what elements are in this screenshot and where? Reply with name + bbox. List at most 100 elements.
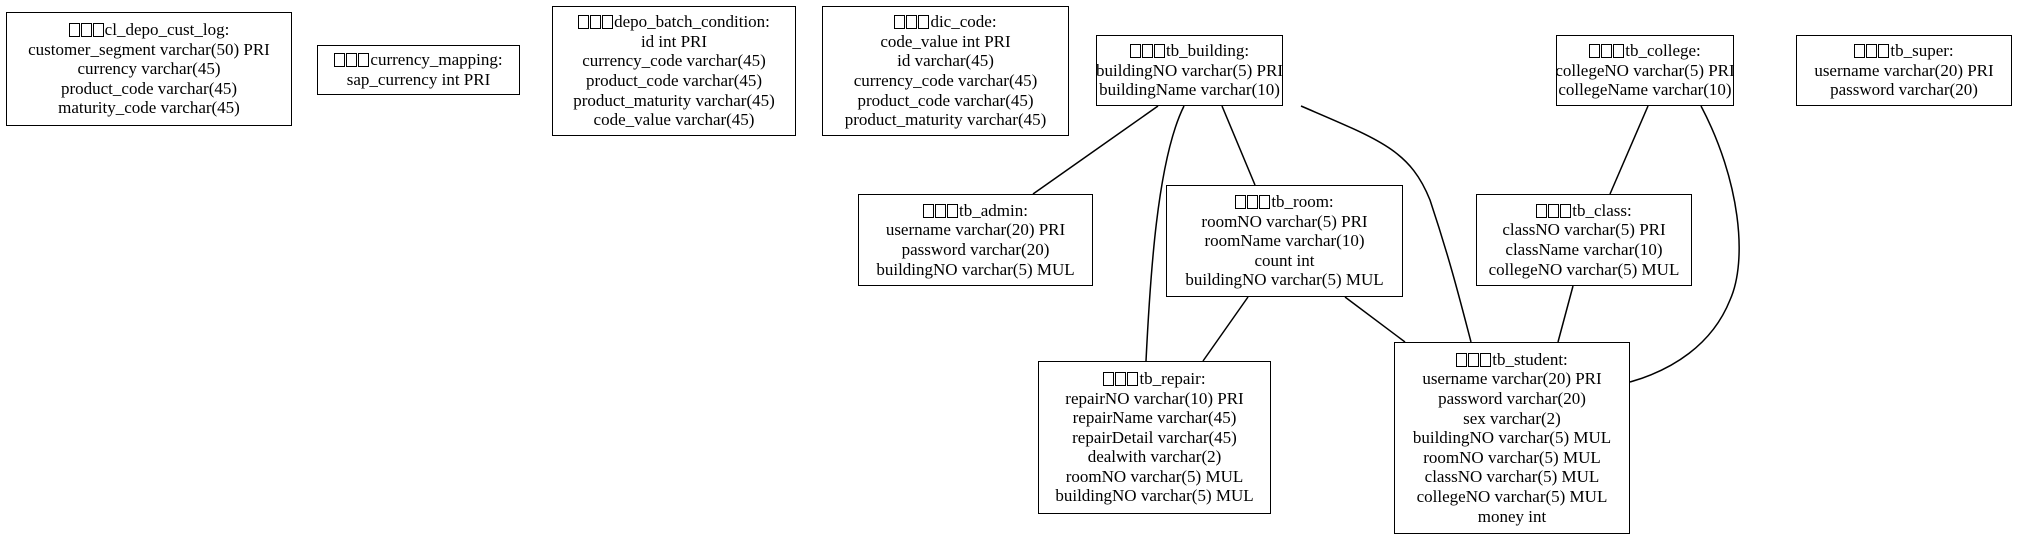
missing-glyph-icon <box>1878 43 1890 58</box>
table-name: tb_super: <box>1890 41 1954 61</box>
missing-glyph-icon <box>906 15 918 30</box>
table-title: depo_batch_condition: <box>578 12 770 32</box>
table-field: money int <box>1477 506 1547 526</box>
missing-glyph-icon <box>1141 43 1153 58</box>
missing-glyph-icon <box>1247 194 1259 209</box>
table-field: code_value int PRI <box>880 31 1011 51</box>
table-field: product_code varchar(45) <box>585 71 763 90</box>
missing-glyph-icon <box>358 53 370 68</box>
table-name: tb_student: <box>1492 349 1568 369</box>
table-name: tb_building: <box>1165 41 1250 61</box>
table-field: currency_code varchar(45) <box>853 71 1038 90</box>
table-name: tb_repair: <box>1139 368 1206 388</box>
missing-glyph-icon <box>68 22 80 37</box>
table-node-tb-repair: tb_repair: repairNO varchar(10) PRI repa… <box>1038 361 1271 514</box>
table-field: currency varchar(45) <box>77 59 221 79</box>
table-field: id varchar(45) <box>897 51 994 71</box>
table-field: password varchar(20) <box>901 240 1050 259</box>
table-title: tb_building: <box>1129 41 1250 61</box>
table-field: collegeName varchar(10) <box>1558 80 1732 100</box>
table-field: roomNO varchar(5) PRI <box>1201 211 1368 231</box>
relation-edge-tb-college-tb-student <box>1629 105 1740 383</box>
table-title: tb_college: <box>1589 41 1701 61</box>
table-field: currency_code varchar(45) <box>582 51 766 71</box>
missing-glyph-icon <box>334 53 346 68</box>
missing-glyph-icon <box>935 203 947 218</box>
table-field: collegeNO varchar(5) MUL <box>1416 486 1608 506</box>
table-title: tb_super: <box>1854 41 1954 61</box>
missing-glyph-icon <box>578 15 590 30</box>
table-field: buildingNO varchar(5) MUL <box>1055 486 1254 506</box>
table-title: dic_code: <box>894 12 997 32</box>
table-field: collegeNO varchar(5) MUL <box>1488 259 1680 279</box>
table-node-tb-class: tb_class: classNO varchar(5) PRI classNa… <box>1476 194 1692 286</box>
table-field: buildingNO varchar(5) MUL <box>1412 428 1612 448</box>
missing-glyph-icon <box>894 15 906 30</box>
table-field: repairNO varchar(10) PRI <box>1065 388 1244 408</box>
table-name: cl_depo_cust_log: <box>104 20 230 40</box>
table-name: tb_college: <box>1625 41 1701 61</box>
table-field: roomNO varchar(5) MUL <box>1423 447 1601 467</box>
relation-edge-tb-building-tb-admin <box>1032 105 1159 195</box>
missing-glyph-icon <box>1866 43 1878 58</box>
table-node-depo-batch-condition: depo_batch_condition: id int PRI currenc… <box>552 6 796 136</box>
table-field: product_code varchar(45) <box>60 78 238 98</box>
table-field: buildingName varchar(10) <box>1099 80 1280 100</box>
missing-glyph-icon <box>1127 371 1139 386</box>
missing-glyph-icon <box>1548 203 1560 218</box>
missing-glyph-icon <box>1235 194 1247 209</box>
missing-glyph-icon <box>1468 352 1480 367</box>
missing-glyph-icon <box>80 22 92 37</box>
table-field: classNO varchar(5) MUL <box>1424 467 1600 487</box>
table-field: collegeNO varchar(5) PRI <box>1555 60 1735 80</box>
missing-glyph-icon <box>1153 43 1165 58</box>
table-field: repairName varchar(45) <box>1072 408 1237 428</box>
table-field: dealwith varchar(2) <box>1087 447 1222 467</box>
table-title: cl_depo_cust_log: <box>68 20 230 40</box>
missing-glyph-icon <box>1480 352 1492 367</box>
table-field: password varchar(20) <box>1830 80 1978 100</box>
relation-edge-tb-room-tb-student <box>1344 296 1406 343</box>
missing-glyph-icon <box>1115 371 1127 386</box>
table-field: username varchar(20) PRI <box>1814 60 1994 80</box>
table-field: product_maturity varchar(45) <box>573 90 775 110</box>
missing-glyph-icon <box>947 203 959 218</box>
table-field: roomName varchar(10) <box>1204 231 1365 251</box>
table-field: id int PRI <box>640 31 708 51</box>
table-node-tb-building: tb_building: buildingNO varchar(5) PRI b… <box>1096 35 1283 106</box>
table-name: tb_admin: <box>959 200 1028 220</box>
missing-glyph-icon <box>1129 43 1141 58</box>
table-field: roomNO varchar(5) MUL <box>1065 466 1244 486</box>
table-field: repairDetail varchar(45) <box>1072 427 1237 447</box>
missing-glyph-icon <box>92 22 104 37</box>
table-title: tb_room: <box>1235 192 1334 212</box>
table-title: tb_class: <box>1536 201 1632 221</box>
missing-glyph-icon <box>1560 203 1572 218</box>
relation-edge-tb-class-tb-student <box>1557 285 1574 343</box>
missing-glyph-icon <box>1854 43 1866 58</box>
table-field: username varchar(20) PRI <box>1422 369 1602 389</box>
relation-edge-tb-building-tb-room <box>1221 105 1256 186</box>
table-node-tb-student: tb_student: username varchar(20) PRI pas… <box>1394 342 1630 534</box>
table-field: count int <box>1254 250 1315 270</box>
table-node-tb-room: tb_room: roomNO varchar(5) PRI roomName … <box>1166 185 1403 297</box>
missing-glyph-icon <box>918 15 930 30</box>
table-field: buildingNO varchar(5) MUL <box>876 259 1075 279</box>
table-title: tb_admin: <box>923 201 1028 221</box>
table-field: classNO varchar(5) PRI <box>1502 220 1666 240</box>
missing-glyph-icon <box>1601 43 1613 58</box>
table-node-tb-college: tb_college: collegeNO varchar(5) PRI col… <box>1555 35 1735 106</box>
table-node-cl-depo-cust-log: cl_depo_cust_log: customer_segment varch… <box>6 12 292 126</box>
table-field: product_code varchar(45) <box>857 90 1034 110</box>
table-node-dic-code: dic_code: code_value int PRI id varchar(… <box>822 6 1069 136</box>
missing-glyph-icon <box>1103 371 1115 386</box>
relation-edge-tb-building-tb-student <box>1300 105 1472 343</box>
missing-glyph-icon <box>1536 203 1548 218</box>
missing-glyph-icon <box>923 203 935 218</box>
missing-glyph-icon <box>1456 352 1468 367</box>
table-field: sap_currency int PRI <box>346 70 491 89</box>
table-field: password varchar(20) <box>1438 389 1586 409</box>
missing-glyph-icon <box>1589 43 1601 58</box>
table-title: tb_student: <box>1456 350 1568 370</box>
